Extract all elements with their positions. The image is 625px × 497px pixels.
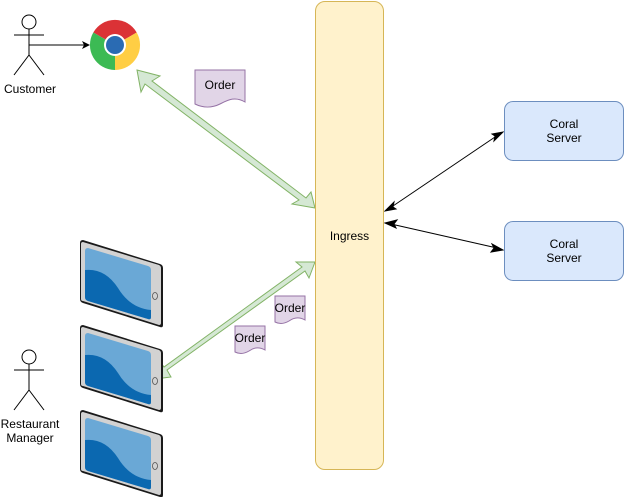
tablet-ingress-flow-arrow xyxy=(154,261,316,380)
ingress-server1-arrow xyxy=(383,131,505,212)
tablet-device-icon[interactable] xyxy=(80,240,163,328)
restaurant-manager-label: Restaurant Manager xyxy=(0,417,60,445)
ingress-server2-arrow xyxy=(383,219,505,253)
coral-server-2-label: Coral Server xyxy=(546,237,582,265)
coral-server-1-label: Coral Server xyxy=(546,117,582,145)
customer-actor-icon[interactable] xyxy=(13,14,45,76)
order-message-3-label: Order xyxy=(234,331,266,345)
tablet-device-icon[interactable] xyxy=(80,410,163,497)
customer-to-browser-arrow xyxy=(29,41,90,49)
ingress-label: Ingress xyxy=(329,228,370,243)
order-message-3 xyxy=(234,325,266,354)
order-message-1 xyxy=(194,69,246,108)
ingress-node[interactable]: Ingress xyxy=(315,1,384,470)
order-message-2 xyxy=(274,295,306,324)
coral-server-2[interactable]: Coral Server xyxy=(504,221,624,281)
order-message-1-label: Order xyxy=(204,78,236,92)
chrome-browser-icon[interactable] xyxy=(89,19,141,71)
coral-server-1[interactable]: Coral Server xyxy=(504,101,624,161)
customer-label: Customer xyxy=(3,82,56,96)
tablet-device-icon[interactable] xyxy=(80,325,163,413)
order-message-2-label: Order xyxy=(274,301,306,315)
restaurant-manager-actor-icon[interactable] xyxy=(13,349,45,411)
